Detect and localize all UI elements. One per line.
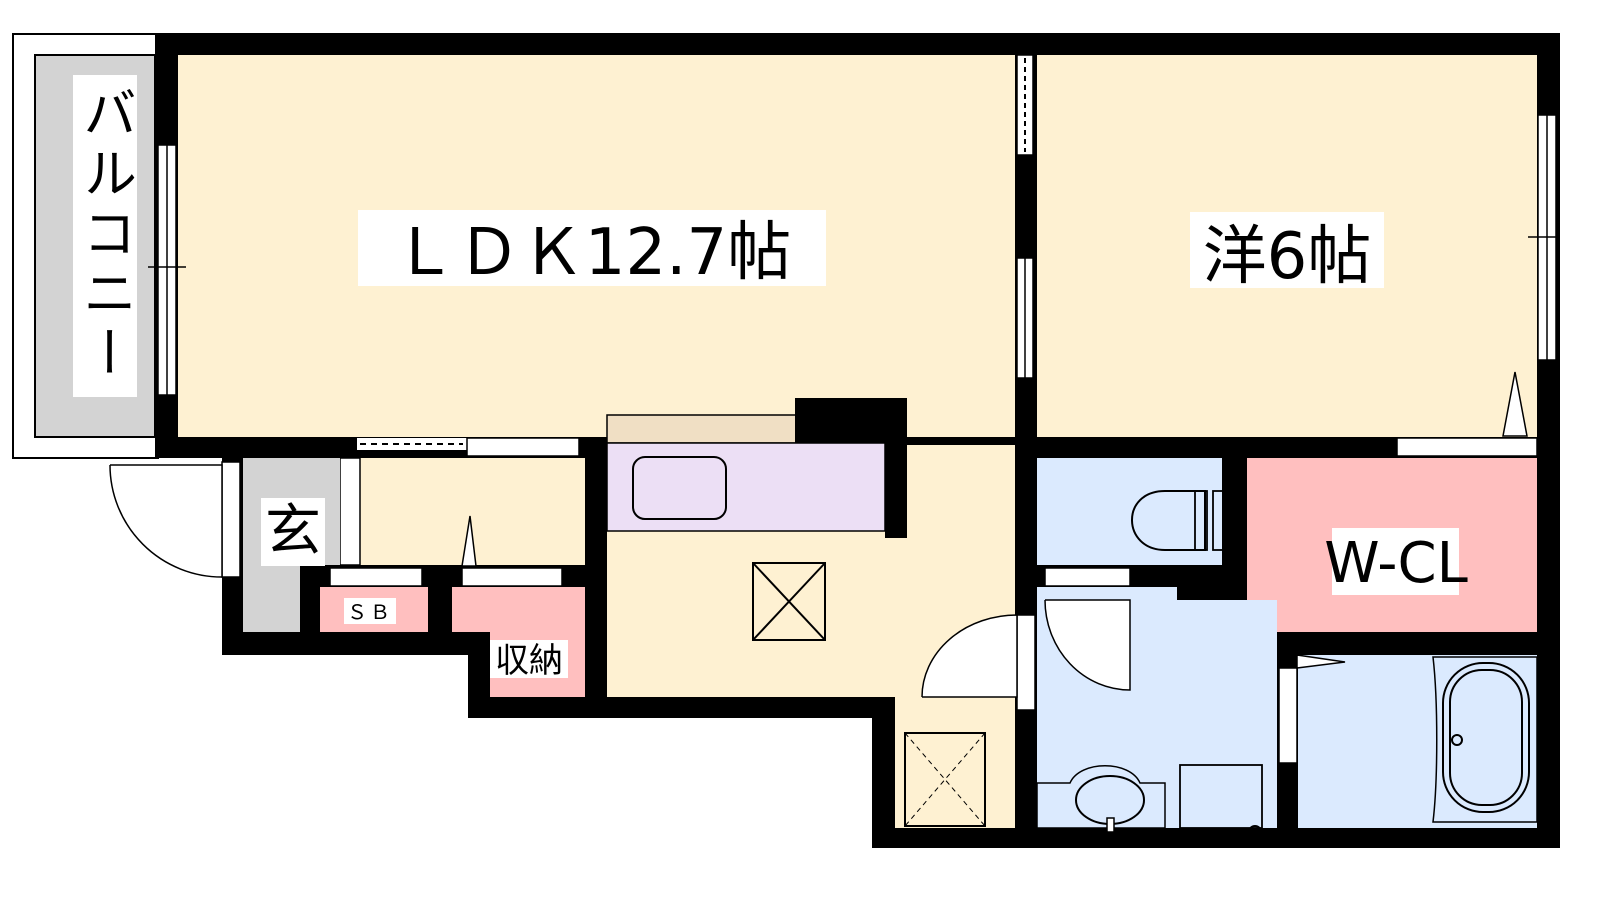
kitchen-counter (606, 414, 798, 444)
refrigerator-space-icon (904, 732, 986, 827)
kitchen-sink-icon (632, 456, 727, 520)
entrance: 玄 (243, 458, 340, 632)
entrance-door[interactable] (109, 461, 241, 578)
western-label: 洋6帖 (1203, 220, 1372, 294)
ldk-lower-window[interactable] (357, 437, 580, 457)
walk-in-closet-label: W-CL (1324, 531, 1468, 596)
balcony: バルコニー (12, 33, 159, 459)
washing-machine-space-icon (1179, 764, 1263, 839)
walk-in-closet: W-CL (1247, 458, 1537, 632)
balcony-label: バルコニー (74, 85, 137, 385)
washbasin-icon (1036, 765, 1166, 833)
closet-door[interactable] (1396, 371, 1538, 457)
balcony-window[interactable] (148, 144, 186, 396)
bath-door[interactable] (1296, 654, 1346, 669)
western-window[interactable] (1528, 114, 1560, 361)
toilet-icon (1131, 490, 1206, 551)
ldk-western-sliding-door[interactable] (1016, 54, 1034, 379)
bathtub-icon (1432, 656, 1538, 823)
entrance-label: 玄 (265, 499, 321, 564)
washroom-door[interactable] (1044, 599, 1131, 691)
bathroom (1278, 654, 1538, 828)
shoe-box: ＳＢ (320, 567, 428, 632)
washroom (1036, 567, 1277, 839)
storage-label: 収納 (495, 641, 563, 681)
ldk-room: ＬＤＫ12.7帖 (178, 55, 1015, 828)
western-room: 洋6帖 (1037, 55, 1537, 437)
toilet-room (1037, 458, 1224, 565)
shoe-box-label: ＳＢ (347, 600, 393, 624)
ldk-washroom-door[interactable] (921, 614, 1036, 711)
storage-box-icon (752, 562, 826, 641)
ldk-label: ＬＤＫ12.7帖 (393, 216, 792, 290)
storage: 収納 (452, 515, 585, 697)
